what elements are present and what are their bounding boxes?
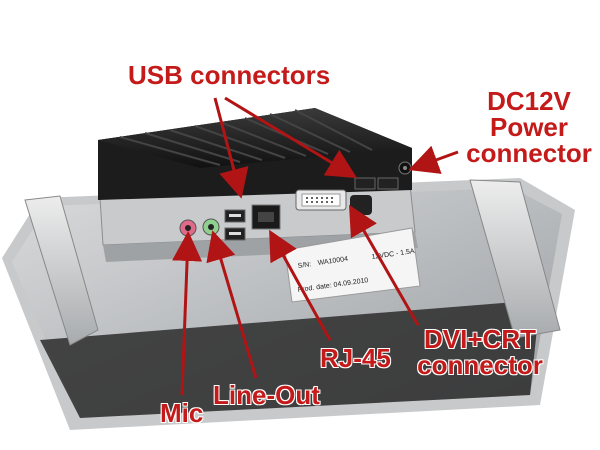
dvi-callout-line1: DVI+CRT [424,324,536,354]
label-sn-prefix: S/N: [297,261,312,270]
callout-arrows [172,96,459,396]
label-sn-value: WA10004 [317,256,348,267]
dc-callout-line2: Power [489,112,569,142]
dvi-crt-callout: DVI+CRT connector [410,326,550,378]
usb-connectors-callout: USB connectors [128,60,331,90]
usb-arrow-right [224,96,358,179]
dc-callout-line1: DC12V [487,86,571,116]
usb-port-4 [377,177,399,190]
rj45-arrow [269,229,332,341]
dc-callout-line3: connector [466,138,592,168]
dvi-callout-line2: connector [417,350,543,380]
mic-arrow [172,231,203,396]
line-out-arrow [206,230,258,379]
line-out-callout: Line-Out [213,380,320,410]
rj45-callout: RJ-45 [320,343,391,373]
product-label: S/N: WA10004 12VDC - 1.5A Prod. date: 04… [284,227,421,303]
dc-power-callout: DC12V Power connector [460,88,598,166]
usb-arrow-left [213,97,249,199]
dvi-arrow [349,204,420,326]
dc-arrow [408,145,459,174]
usb-port-3 [354,177,376,190]
mic-callout: Mic [160,398,204,428]
